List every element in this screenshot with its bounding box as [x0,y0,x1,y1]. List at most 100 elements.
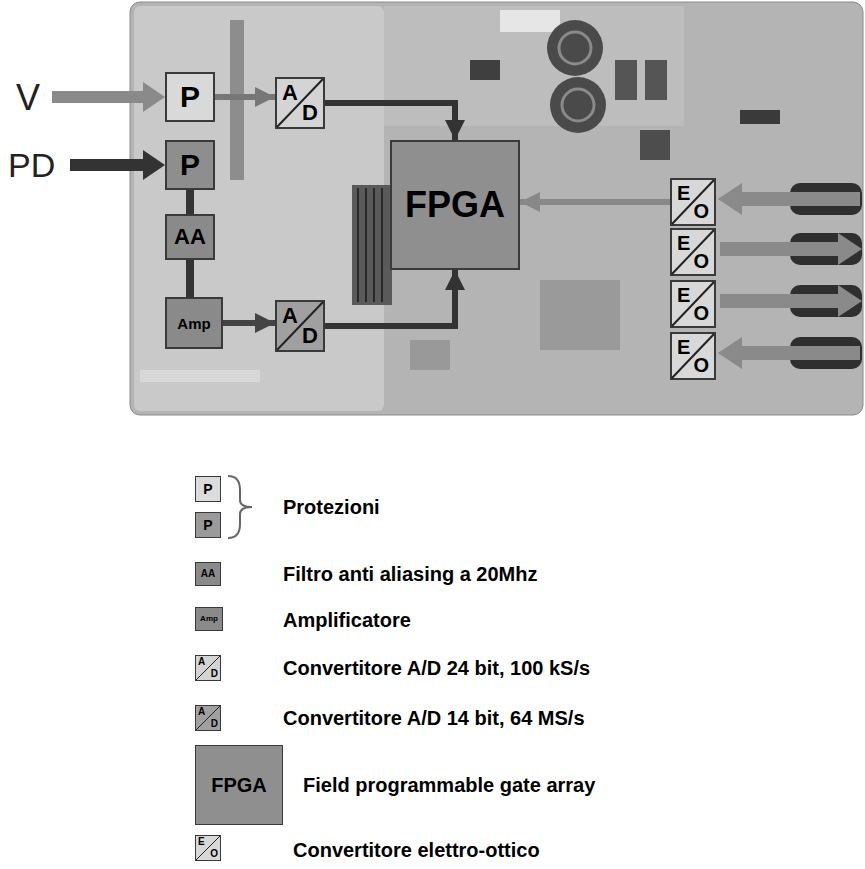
swatch-symbol: P [203,482,212,496]
heatsink-fin [357,188,359,302]
swatch-symbol: AA [201,569,215,579]
swatch-symbol: A [198,707,205,717]
smd-component [640,130,670,160]
smd-component [645,60,667,100]
optical-connectors [790,183,862,369]
adc-box: AD [275,300,325,352]
slash-line [196,836,220,860]
protection-box: P [165,72,215,122]
slash-line [672,334,714,378]
input-arrows [52,82,165,180]
node-text: A [282,305,298,327]
inductor [547,20,603,76]
swatch-symbol: P [203,518,212,532]
legend-swatch: AD [195,655,221,681]
node-text: AA [174,226,206,248]
adc-box: AD [275,77,325,129]
legend-swatch: P [195,512,221,538]
arrow-shaft [70,159,147,171]
chip [540,280,620,350]
node-text: O [693,355,709,375]
signal-name: V [16,80,40,116]
legend-text: Amplificatore [283,609,411,631]
inductor [559,32,591,64]
legend-swatch: FPGA [195,745,283,825]
smd-component [470,60,500,80]
arrow-shaft [52,91,147,103]
arrow-head [838,233,862,265]
node-text: E [677,337,690,357]
node-text: O [693,251,709,271]
smd-component [740,110,780,124]
heatsink-fin [365,188,367,302]
heatsink-body [352,185,392,305]
filter-box: AA [165,214,215,260]
legend-text: Filtro anti aliasing a 20Mhz [283,563,538,585]
smd-component [615,60,637,100]
slash-line [277,302,323,350]
slash-line [196,656,220,680]
signal-connector [186,260,194,297]
legend-text: Convertitore A/D 14 bit, 64 MS/s [283,707,585,729]
node-text: E [677,183,690,203]
heatsink-fin [381,188,383,302]
slash-line [196,706,220,730]
node-text: O [693,303,709,323]
eo-converter-box: EO [670,332,716,380]
signal-connector [325,270,455,326]
heatsink [352,185,392,305]
node-text: A [282,82,298,104]
node-text: E [677,285,690,305]
node-text: O [693,201,709,221]
arrow-shaft [720,242,840,256]
legend-swatch: AD [195,705,221,731]
slash-line [672,230,714,274]
node-text: Amp [177,316,210,331]
eo-converter-box: EO [670,178,716,226]
node-text: P [180,150,200,180]
signal-connector [186,190,194,214]
arrow-head [718,183,742,215]
arrow-head [718,337,742,369]
arrow-shaft [738,192,860,206]
board-area [134,6,384,411]
heatsink-fin [373,188,375,302]
legend-swatch: EO [195,835,221,861]
arrow-head [143,82,165,112]
fpga-box: FPGA [390,140,520,270]
legend-swatch: AA [195,562,221,586]
silkscreen [140,370,260,382]
node-text: E [677,233,690,253]
swatch-symbol: D [211,719,218,729]
legend-text: Field programmable gate array [303,774,595,796]
node-text: D [302,102,318,124]
board-area [384,6,684,126]
amplifier-box: Amp [165,297,223,349]
arrow-shaft [720,294,840,308]
inductor [550,77,606,133]
brace [228,476,252,538]
signal-connector [520,199,670,205]
signal-connector [223,320,275,326]
swatch-symbol: E [198,837,205,847]
slash-line [672,180,714,224]
protection-box: P [165,140,215,190]
legend-text: Convertitore elettro-ottico [293,839,540,861]
optical-arrows [718,183,862,369]
signal-connector [325,103,455,140]
swatch-symbol: A [198,657,205,667]
legend-swatch: P [195,476,221,502]
signal-name: PD [8,148,55,182]
eo-converter-box: EO [670,228,716,276]
swatch-symbol: Amp [200,615,218,623]
arrow-head [838,285,862,317]
signal-connector [215,94,275,100]
node-text: FPGA [405,187,505,223]
swatch-symbol: O [210,849,218,859]
slash-line [672,282,714,326]
legend-text: Convertitore A/D 24 bit, 100 kS/s [283,657,590,679]
